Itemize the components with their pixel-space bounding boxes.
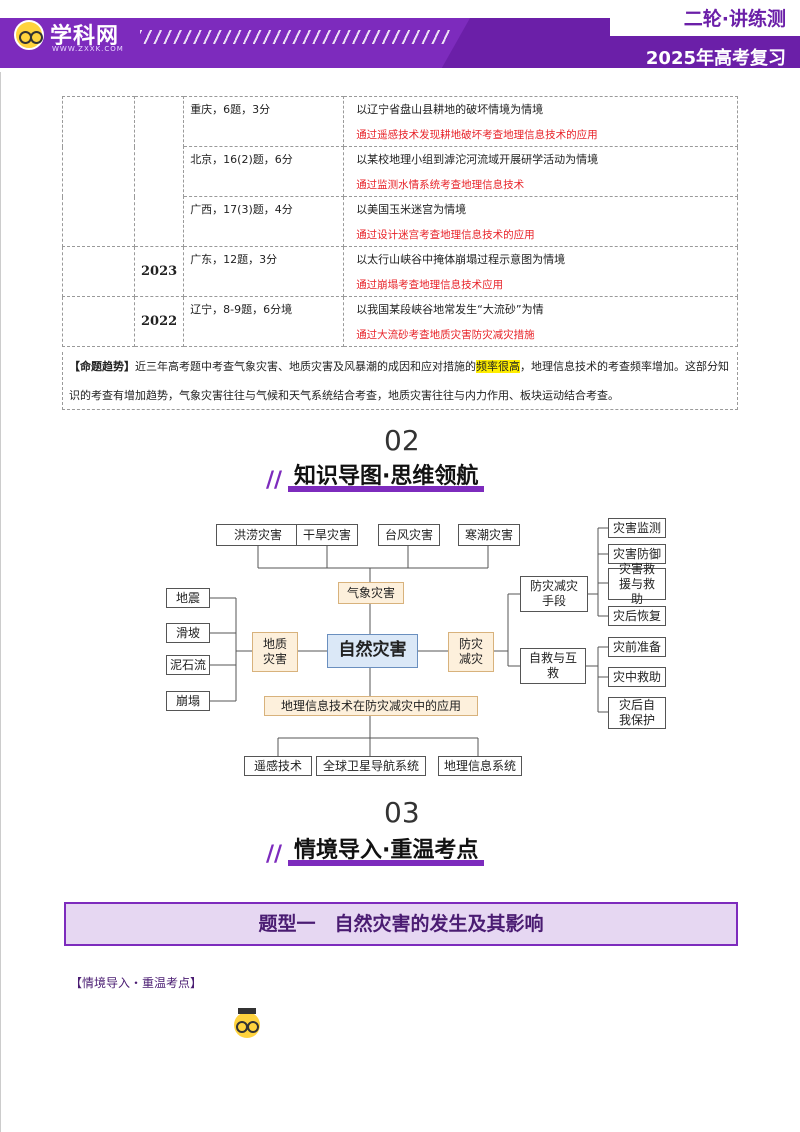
series-title: 二轮·讲练测 [683,8,786,30]
mascot-icon [234,1008,260,1038]
source-cell: 北京，16(2)题，6分 [183,146,345,197]
self-item: 灾后自我保护 [608,697,666,729]
source-cell: 重庆，6题，3分 [183,96,345,147]
table-row: 重庆，6题，3分 以辽宁省盘山县耕地的破坏情境为情境 通过遥感技术发现耕地破坏考… [62,96,738,247]
source-cell: 辽宁，8-9题，6分境 [183,296,345,347]
exam-analysis-table: 重庆，6题，3分 以辽宁省盘山县耕地的破坏情境为情境 通过遥感技术发现耕地破坏考… [62,96,738,347]
trend-text-2: ，地理信息技术的考查频率增加。这部分知识的考查有增加趋势，气象灾害往往与气候和天… [69,360,729,402]
mascot-logo-icon [14,20,44,50]
header-title-area [610,0,800,36]
course-title: 2025年高考复习 [645,48,786,69]
source-cell: 广东，12题，3分 [183,246,345,297]
focus-text: 通过设计迷宫考查地理信息技术的应用 [356,229,535,241]
focus-text: 通过崩塌考查地理信息技术应用 [356,279,504,291]
tech-item: 全球卫星导航系统 [316,756,426,776]
self-rescue-node: 自救与互救 [520,648,586,684]
context-intro-label: 【情境导入・重温考点】 [70,976,203,990]
knowledge-mindmap: 洪涝灾害 干旱灾害 台风灾害 寒潮灾害 气象灾害 地震 滑坡 泥石流 崩塌 地质… [0,510,800,790]
section-title: 知识导图·思维领航 [288,462,485,492]
table-row: 2023 广东，12题，3分 以太行山峡谷中掩体崩塌过程示意图为情境 通过崩塌考… [62,246,738,297]
focus-text: 通过遥感技术发现耕地破坏考查地理信息技术的应用 [356,129,598,141]
section-number-text: 03 [384,796,420,829]
tech-item: 地理信息系统 [438,756,522,776]
weather-item: 洪涝灾害 [216,524,300,546]
slash-decoration: // [266,842,283,867]
geo-item: 泥石流 [166,655,210,675]
geo-hazard-node: 地质灾害 [252,632,298,672]
means-item: 灾害救援与救助 [608,562,666,606]
section-title: 情境导入·重温考点 [288,836,485,866]
section-banner: // 知识导图·思维领航 [266,462,536,496]
focus-text: 通过大流砂考查地质灾害防灾减灾措施 [356,329,535,341]
weather-item: 干旱灾害 [296,524,358,546]
table-row: 北京，16(2)题，6分 以某校地理小组到滹沱河流域开展研学活动为情境 通过监测… [63,146,738,197]
section-number: 02 [376,424,420,457]
weather-item: 台风灾害 [378,524,440,546]
geo-item: 滑坡 [166,623,210,643]
table-cell-blank [62,246,135,297]
tech-item: 遥感技术 [244,756,312,776]
header-stripe-decoration [140,30,450,44]
context-cell: 以太行山峡谷中掩体崩塌过程示意图为情境 通过崩塌考查地理信息技术应用 [343,246,738,297]
context-text: 以太行山峡谷中掩体崩塌过程示意图为情境 [356,253,566,266]
self-item: 灾前准备 [608,637,666,657]
context-text: 以某校地理小组到滹沱河流域开展研学活动为情境 [356,153,599,166]
trend-label: 【命题趋势】 [69,360,135,373]
means-item: 灾后恢复 [608,606,666,626]
weather-item: 寒潮灾害 [458,524,520,546]
table-row: 2022 辽宁，8-9题，6分境 以我国某段峡谷地常发生“大流砂”为情 通过大流… [62,296,738,347]
self-item: 灾中救助 [608,667,666,687]
source-text: 广东，12题，3分 [190,253,278,266]
source-cell: 广西，17(3)题，4分 [183,196,345,247]
context-cell: 以我国某段峡谷地常发生“大流砂”为情 通过大流砂考查地质灾害防灾减灾措施 [343,296,738,347]
table-cell-blank [62,296,135,347]
means-item: 灾害监测 [608,518,666,538]
trend-paragraph: 【命题趋势】近三年高考题中考查气象灾害、地质灾害及风暴潮的成因和应对措施的频率很… [62,352,738,410]
year-cell: 2023 [133,246,185,297]
logo-url: WWW.ZXXK.COM [52,45,124,53]
year-cell: 2022 [133,296,185,347]
logo-text: 学科网 [50,24,120,49]
page-header: 学科网 WWW.ZXXK.COM 二轮·讲练测 2025年高考复习 [0,0,800,72]
page-edge [0,72,1,1132]
mindmap-connectors [210,527,608,756]
context-cell: 以某校地理小组到滹沱河流域开展研学活动为情境 通过监测水情系统考查地理信息技术 [343,146,738,197]
geo-info-tech-node: 地理信息技术在防灾减灾中的应用 [264,696,478,716]
context-text: 以我国某段峡谷地常发生“大流砂”为情 [356,303,544,316]
context-text: 以美国玉米迷宫为情境 [356,203,467,216]
question-type-banner: 题型一 自然灾害的发生及其影响 [64,902,738,946]
geo-item: 地震 [166,588,210,608]
source-text: 北京，16(2)题，6分 [190,153,293,166]
prevention-means-node: 防灾减灾手段 [520,576,588,612]
table-cell-blank [62,96,135,247]
natural-disaster-center-node: 自然灾害 [327,634,418,668]
geo-item: 崩塌 [166,691,210,711]
year-cell [133,96,185,247]
table-row: 广西，17(3)题，4分 以美国玉米迷宫为情境 通过设计迷宫考查地理信息技术的应… [63,196,738,247]
section-number-text: 02 [384,424,420,457]
source-text: 辽宁，8-9题，6分境 [190,303,293,316]
focus-text: 通过监测水情系统考查地理信息技术 [356,179,525,191]
source-text: 重庆，6题，3分 [190,103,271,116]
means-item: 灾害防御 [608,544,666,564]
context-cell: 以辽宁省盘山县耕地的破坏情境为情境 通过遥感技术发现耕地破坏考查地理信息技术的应… [343,96,738,147]
section-number: 03 [376,796,420,829]
weather-hazard-node: 气象灾害 [338,582,404,604]
context-text: 以辽宁省盘山县耕地的破坏情境为情境 [356,103,544,116]
slash-decoration: // [266,468,283,493]
context-cell: 以美国玉米迷宫为情境 通过设计迷宫考查地理信息技术的应用 [343,196,738,247]
section-banner: // 情境导入·重温考点 [266,836,536,870]
mascot-cap [238,1008,256,1014]
trend-highlight: 频率很高 [476,360,520,373]
trend-text-1: 近三年高考题中考查气象灾害、地质灾害及风暴潮的成因和应对措施的 [135,360,476,373]
prevention-node: 防灾减灾 [448,632,494,672]
source-text: 广西，17(3)题，4分 [190,203,293,216]
